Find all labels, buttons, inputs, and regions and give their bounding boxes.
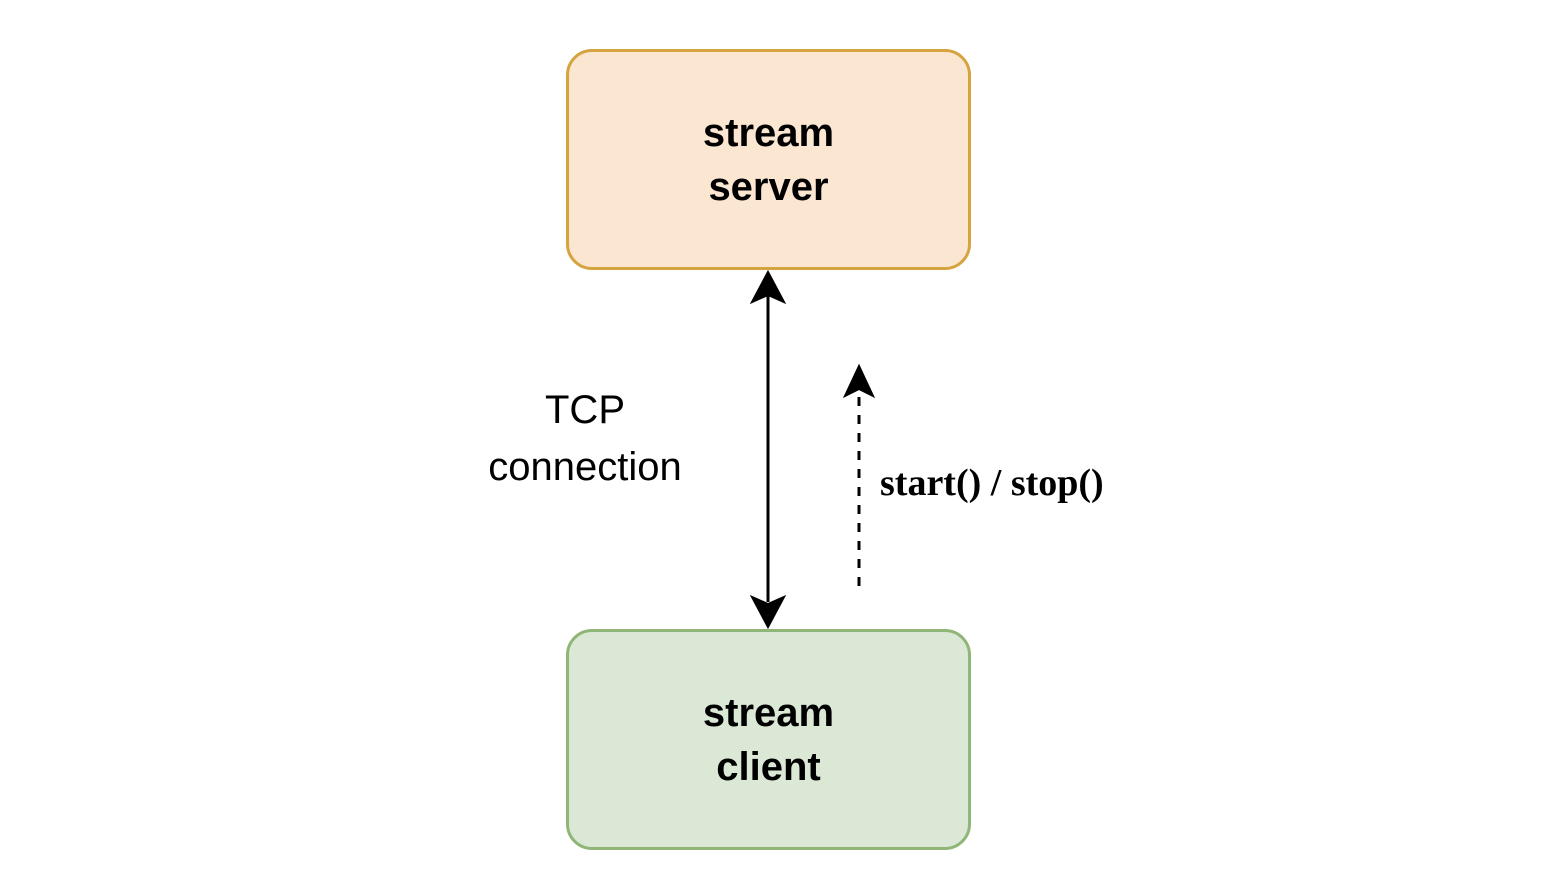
tcp-label-line2: connection: [488, 445, 682, 489]
tcp-label-line1: TCP: [545, 388, 625, 432]
stream-server-node[interactable]: stream server: [566, 49, 971, 270]
tcp-connection-label: TCP connection: [440, 382, 730, 496]
stream-client-label-line1: stream: [702, 690, 835, 735]
stream-client-node[interactable]: stream client: [566, 629, 971, 850]
tcp-connection-arrow: [749, 269, 787, 630]
start-stop-label: start() / stop(): [880, 462, 1104, 504]
stream-server-label-line2: server: [708, 164, 829, 209]
arrowhead-down-icon: [749, 594, 787, 630]
arrowhead-up-icon: [749, 269, 787, 305]
control-arrowhead-icon: [842, 363, 876, 399]
control-arrow: [842, 363, 876, 586]
stream-client-label-line2: client: [716, 744, 821, 789]
stream-server-label-line1: stream: [702, 110, 835, 155]
